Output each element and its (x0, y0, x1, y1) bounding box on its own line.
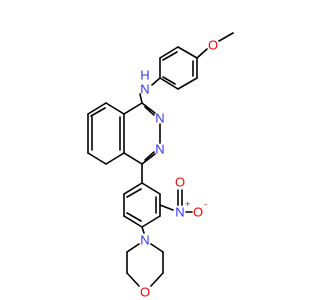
nitroaryl-bond-4 (123, 215, 143, 228)
nitro-oxygen-label: O (175, 175, 185, 190)
c4-c4a-bond (123, 152, 143, 165)
c1-n2-double (144, 106, 155, 116)
phthalazine-nitrogen-1-label: N (155, 111, 164, 126)
nitroaryl-bond-1 (141, 182, 161, 195)
nitro-nitrogen-charge: + (185, 199, 190, 209)
anisyl-bond-5 (159, 46, 179, 59)
nh-c1-bond (139, 93, 143, 104)
morph-bond-1 (150, 243, 164, 253)
c1-n2-bond (141, 102, 156, 114)
benzo-bond-1 (105, 102, 125, 115)
methoxy-oxygen-label: O (208, 38, 218, 53)
anisyl-bond-2 (177, 77, 198, 90)
nitroaryl-double-2 (126, 212, 142, 222)
morph-bond-4 (126, 272, 140, 287)
benzo-bond-4 (87, 152, 107, 165)
nitroaryl-double-3 (126, 188, 142, 198)
nitro-nitrogen-label: N (175, 205, 184, 220)
c8a-c1-bond (123, 102, 143, 115)
nitro-oxygen-minus-label: O (193, 205, 203, 220)
phthalazine-nitrogen-2-label: N (155, 142, 164, 157)
o-aryl-bond (196, 48, 208, 59)
molecule-structure: O N H N N N + O - O N O (87, 32, 234, 300)
c-nitro-bond (159, 204, 174, 211)
nitroaryl-bond-3 (141, 215, 161, 228)
structure-canvas: O N H N N N + O - O N O (87, 32, 234, 300)
morph-bond-6 (126, 243, 140, 253)
anisyl-double-3 (162, 51, 178, 61)
morpholine-oxygen-label: O (140, 285, 150, 300)
morph-bond-3 (150, 272, 164, 287)
benzo-bond-5 (105, 152, 125, 165)
aryl-morpholine-bond (141, 226, 145, 234)
amine-nitrogen-label: N (140, 82, 149, 97)
atom-label-layer: O N H N N N + O - O N O (140, 38, 218, 300)
anisyl-double-2 (162, 76, 176, 85)
methyl-o-bond (218, 32, 234, 42)
amine-hydrogen-label: H (140, 68, 149, 83)
anisyl-bond-3 (159, 77, 179, 90)
morpholine-nitrogen-label: N (140, 233, 149, 248)
aryl-nh-bond (151, 77, 161, 86)
n3-c4-bond (141, 153, 156, 165)
n3-c4-double (144, 151, 155, 161)
bond-layer (87, 32, 234, 287)
benzo-double-1 (90, 107, 106, 117)
anisyl-bond-6 (177, 46, 198, 59)
benzo-bond-2 (87, 102, 107, 115)
nitro-oxygen-charge: - (204, 199, 207, 209)
nitroaryl-bond-6 (123, 182, 143, 195)
